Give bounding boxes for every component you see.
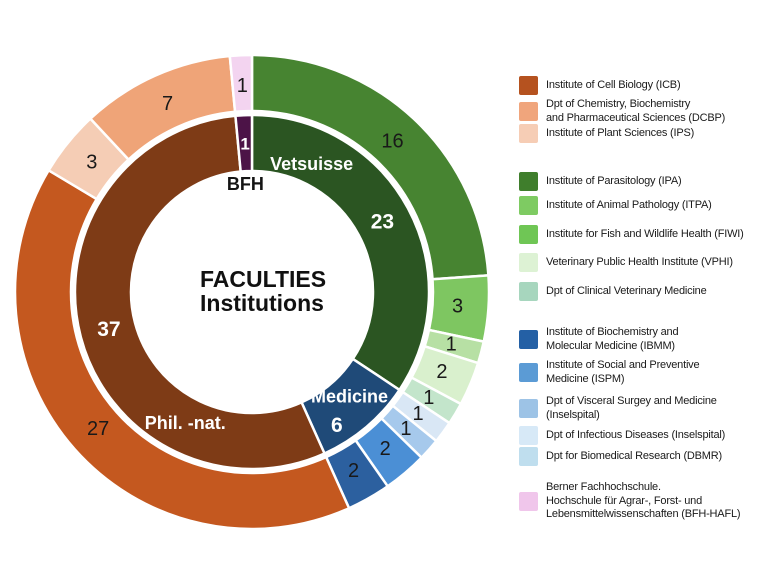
value-label-vphi: 2 [436, 361, 447, 383]
name-label-medicine: Medicine [311, 387, 388, 407]
value-label-infdis: 1 [413, 403, 424, 425]
value-label-ips: 3 [86, 152, 97, 174]
value-label-ipa: 16 [381, 130, 403, 152]
value-label-ispm: 2 [380, 438, 391, 460]
value-label-fiwi: 1 [446, 334, 457, 356]
value-label-bfh: 1 [240, 135, 249, 154]
name-label-philnat: Phil. -nat. [145, 413, 226, 433]
donut-labels: 163121112227371236371VetsuisseMedicinePh… [86, 75, 463, 482]
slice-vetsuisse [250, 113, 431, 392]
name-label-bfh: BFH [227, 174, 264, 194]
value-label-icb: 27 [87, 418, 109, 440]
value-label-ibmm: 2 [348, 460, 359, 482]
donut-slices [13, 53, 491, 531]
center-title-faculties: FACULTIES [200, 266, 326, 292]
value-label-dcbp: 7 [162, 93, 173, 115]
value-label-bfh-hafl: 1 [237, 75, 248, 97]
value-label-itpa: 3 [452, 296, 463, 318]
slice-bfh [234, 113, 254, 173]
value-label-cvm: 1 [423, 387, 434, 409]
name-label-vetsuisse: Vetsuisse [270, 154, 353, 174]
slice-philnat [73, 114, 326, 471]
value-label-visceral: 1 [400, 418, 411, 440]
slice-bfh-hafl [228, 53, 254, 114]
value-label-vetsuisse: 23 [371, 211, 394, 234]
slice-icb [13, 169, 351, 531]
value-label-medicine: 6 [331, 414, 343, 437]
value-label-philnat: 37 [97, 318, 120, 341]
center-title-institutions: Institutions [200, 290, 324, 316]
